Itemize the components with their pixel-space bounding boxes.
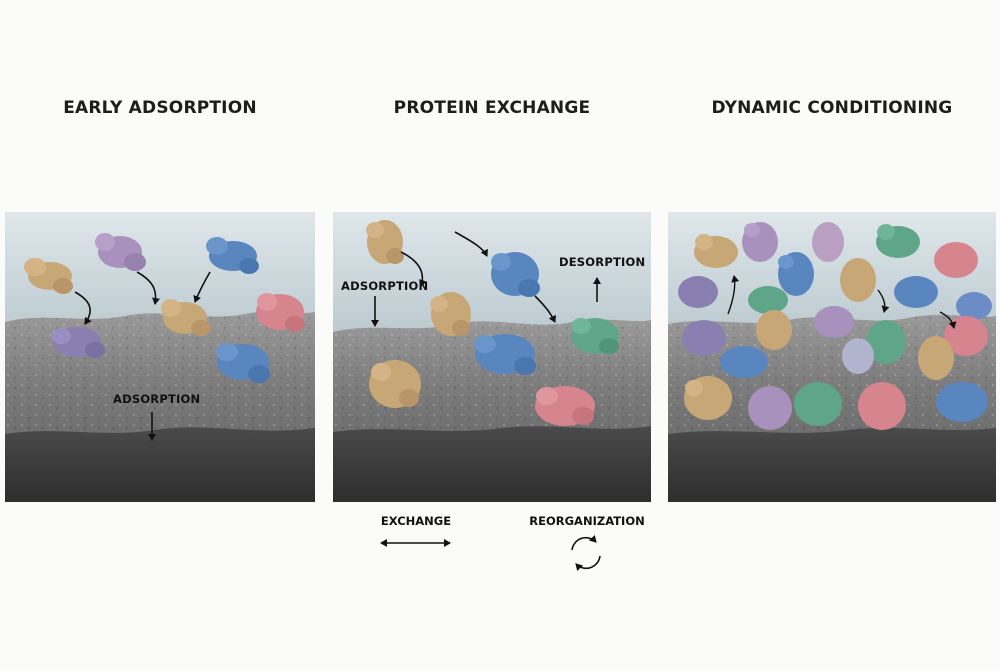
protein-green	[571, 318, 619, 354]
protein-tan	[369, 360, 421, 408]
protein-tan	[756, 310, 792, 350]
arrow-icon	[136, 271, 160, 305]
protein-green	[794, 382, 842, 426]
desorption-label: DESORPTION	[559, 255, 646, 269]
arrow-icon	[877, 289, 890, 313]
protein-tan	[161, 299, 211, 336]
panel-protein-exchange: ADSORPTION DESORPTION	[333, 212, 651, 502]
protein-blue	[474, 334, 536, 375]
arrow-icon	[74, 291, 92, 325]
protein-lavender	[842, 338, 874, 374]
panel-2-scene	[333, 212, 651, 502]
protein-pink	[256, 293, 305, 332]
protein-blue	[216, 343, 270, 383]
protein-tan	[684, 376, 732, 420]
protein-green	[748, 286, 788, 314]
substrate-layer	[5, 427, 315, 502]
protein-lavender	[742, 222, 778, 262]
protein-blue	[491, 252, 540, 297]
substrate-layer	[668, 428, 996, 502]
panel-dynamic-conditioning	[668, 212, 996, 502]
protein-blue	[206, 237, 259, 274]
protein-tan	[694, 234, 738, 268]
reorganization-legend-label: REORGANIZATION	[529, 514, 645, 528]
protein-blue	[894, 276, 938, 308]
double-arrow-icon	[380, 539, 451, 547]
panel-early-adsorption: ADSORPTION	[5, 212, 315, 502]
arrow-up-icon	[727, 275, 740, 315]
adsorption-label: ADSORPTION	[341, 279, 429, 293]
protein-blue	[936, 382, 988, 422]
protein-purple	[678, 276, 718, 308]
arrow-icon	[400, 251, 427, 287]
protein-purple	[682, 320, 726, 356]
arrow-icon	[454, 231, 488, 257]
adsorption-label: ADSORPTION	[113, 392, 201, 406]
panel-3-title: DYNAMIC CONDITIONING	[711, 98, 953, 118]
panel-1-scene	[5, 212, 315, 502]
protein-pink	[858, 382, 906, 430]
cycle-arrows-icon	[571, 534, 601, 572]
protein-tan	[918, 336, 954, 380]
protein-tan	[24, 258, 73, 294]
protein-pink	[934, 242, 978, 278]
arrow-icon	[939, 311, 957, 329]
exchange-legend-label: EXCHANGE	[380, 514, 452, 528]
protein-pink	[535, 386, 595, 426]
arrow-icon	[534, 295, 556, 323]
protein-tan	[366, 220, 404, 264]
panel-3-scene	[668, 212, 996, 502]
protein-lavender	[95, 233, 146, 271]
protein-blue	[720, 346, 768, 378]
protein-tan	[840, 258, 876, 302]
protein-blue	[778, 252, 814, 296]
panel-1-title: EARLY ADSORPTION	[63, 98, 257, 118]
arrow-icon	[193, 271, 211, 303]
protein-lavender	[748, 386, 792, 430]
protein-lavender	[814, 306, 854, 338]
panel-2-title: PROTEIN EXCHANGE	[393, 98, 591, 118]
substrate-layer	[333, 426, 651, 502]
protein-lavender	[812, 222, 844, 262]
protein-green	[866, 320, 906, 364]
protein-green	[876, 224, 920, 258]
protein-tan	[430, 292, 471, 336]
protein-purple	[51, 327, 105, 358]
protein-blue	[956, 292, 992, 320]
